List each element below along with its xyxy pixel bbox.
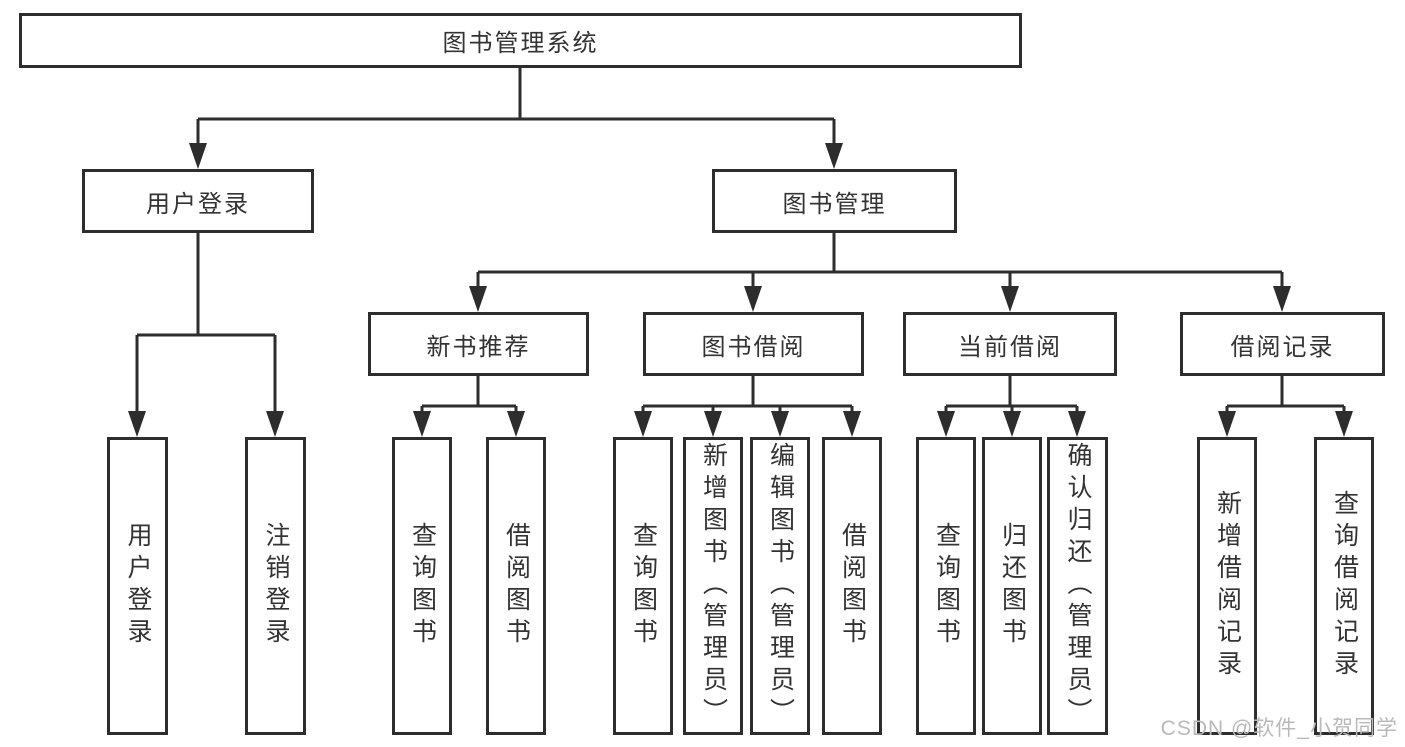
leaf-label-query-borrow-record: 查询借阅记录 <box>1330 490 1359 682</box>
leaf-box-borrow-books-1: 借阅图书 <box>486 437 546 735</box>
connector-user-login-children <box>128 233 284 437</box>
leaf-label-user-login: 用户登录 <box>124 522 152 650</box>
leaf-box-confirm-return-admin: 确认归还（管理员） <box>1047 437 1108 735</box>
node-label-current-borrow: 当前借阅 <box>958 333 1062 361</box>
node-label-book-borrow: 图书借阅 <box>701 333 806 361</box>
node-label-book-management: 图书管理 <box>782 190 887 218</box>
leaf-label-edit-books-admin: 编辑图书（管理员） <box>766 442 795 730</box>
csdn-watermark: CSDN @软件_小贺同学 <box>1160 717 1398 740</box>
node-label-user-login: 用户登录 <box>146 190 250 218</box>
leaf-label-logout: 注销登录 <box>262 522 290 650</box>
node-label-new-book-recommend: 新书推荐 <box>426 333 531 361</box>
leaf-label-confirm-return-admin: 确认归还（管理员） <box>1064 442 1092 730</box>
leaf-box-return-books: 归还图书 <box>982 437 1042 735</box>
node-label-library-system: 图书管理系统 <box>442 30 599 57</box>
leaf-box-logout: 注销登录 <box>245 437 306 735</box>
node-box-book-management: 图书管理 <box>712 169 957 233</box>
connector-book-borrow-children <box>634 376 861 437</box>
leaf-label-add-borrow-record: 新增借阅记录 <box>1213 490 1242 682</box>
connector-root-to-level2 <box>189 68 843 169</box>
leaf-label-query-books-1: 查询图书 <box>408 522 437 650</box>
leaf-box-add-borrow-record: 新增借阅记录 <box>1197 437 1257 735</box>
connector-book-management-to-level3 <box>469 233 1291 312</box>
leaf-label-query-books-3: 查询图书 <box>932 522 961 650</box>
node-box-new-book-recommend: 新书推荐 <box>368 312 589 376</box>
leaf-box-query-borrow-record: 查询借阅记录 <box>1314 437 1374 735</box>
leaf-box-user-login: 用户登录 <box>107 437 168 735</box>
node-box-borrow-records: 借阅记录 <box>1180 312 1385 376</box>
node-box-current-borrow: 当前借阅 <box>903 312 1117 376</box>
leaf-box-borrow-books-2: 借阅图书 <box>822 437 882 735</box>
connector-new-book-recommend-children <box>413 376 525 437</box>
node-label-borrow-records: 借阅记录 <box>1230 333 1335 361</box>
leaf-box-query-books-1: 查询图书 <box>392 437 452 735</box>
leaf-label-borrow-books-2: 借阅图书 <box>838 522 867 650</box>
connector-current-borrow-children <box>937 376 1086 437</box>
leaf-label-return-books: 归还图书 <box>998 522 1027 650</box>
node-box-user-login: 用户登录 <box>82 169 314 233</box>
leaf-label-add-books-admin: 新增图书（管理员） <box>699 442 728 730</box>
leaf-box-add-books-admin: 新增图书（管理员） <box>683 437 743 735</box>
leaf-box-query-books-3: 查询图书 <box>916 437 976 735</box>
node-box-library-system: 图书管理系统 <box>19 13 1022 68</box>
leaf-label-query-books-2: 查询图书 <box>629 522 658 650</box>
leaf-box-edit-books-admin: 编辑图书（管理员） <box>750 437 810 735</box>
leaf-label-borrow-books-1: 借阅图书 <box>502 522 531 650</box>
leaf-box-query-books-2: 查询图书 <box>613 437 673 735</box>
connector-borrow-records-children <box>1218 376 1353 437</box>
node-box-book-borrow: 图书借阅 <box>643 312 864 376</box>
